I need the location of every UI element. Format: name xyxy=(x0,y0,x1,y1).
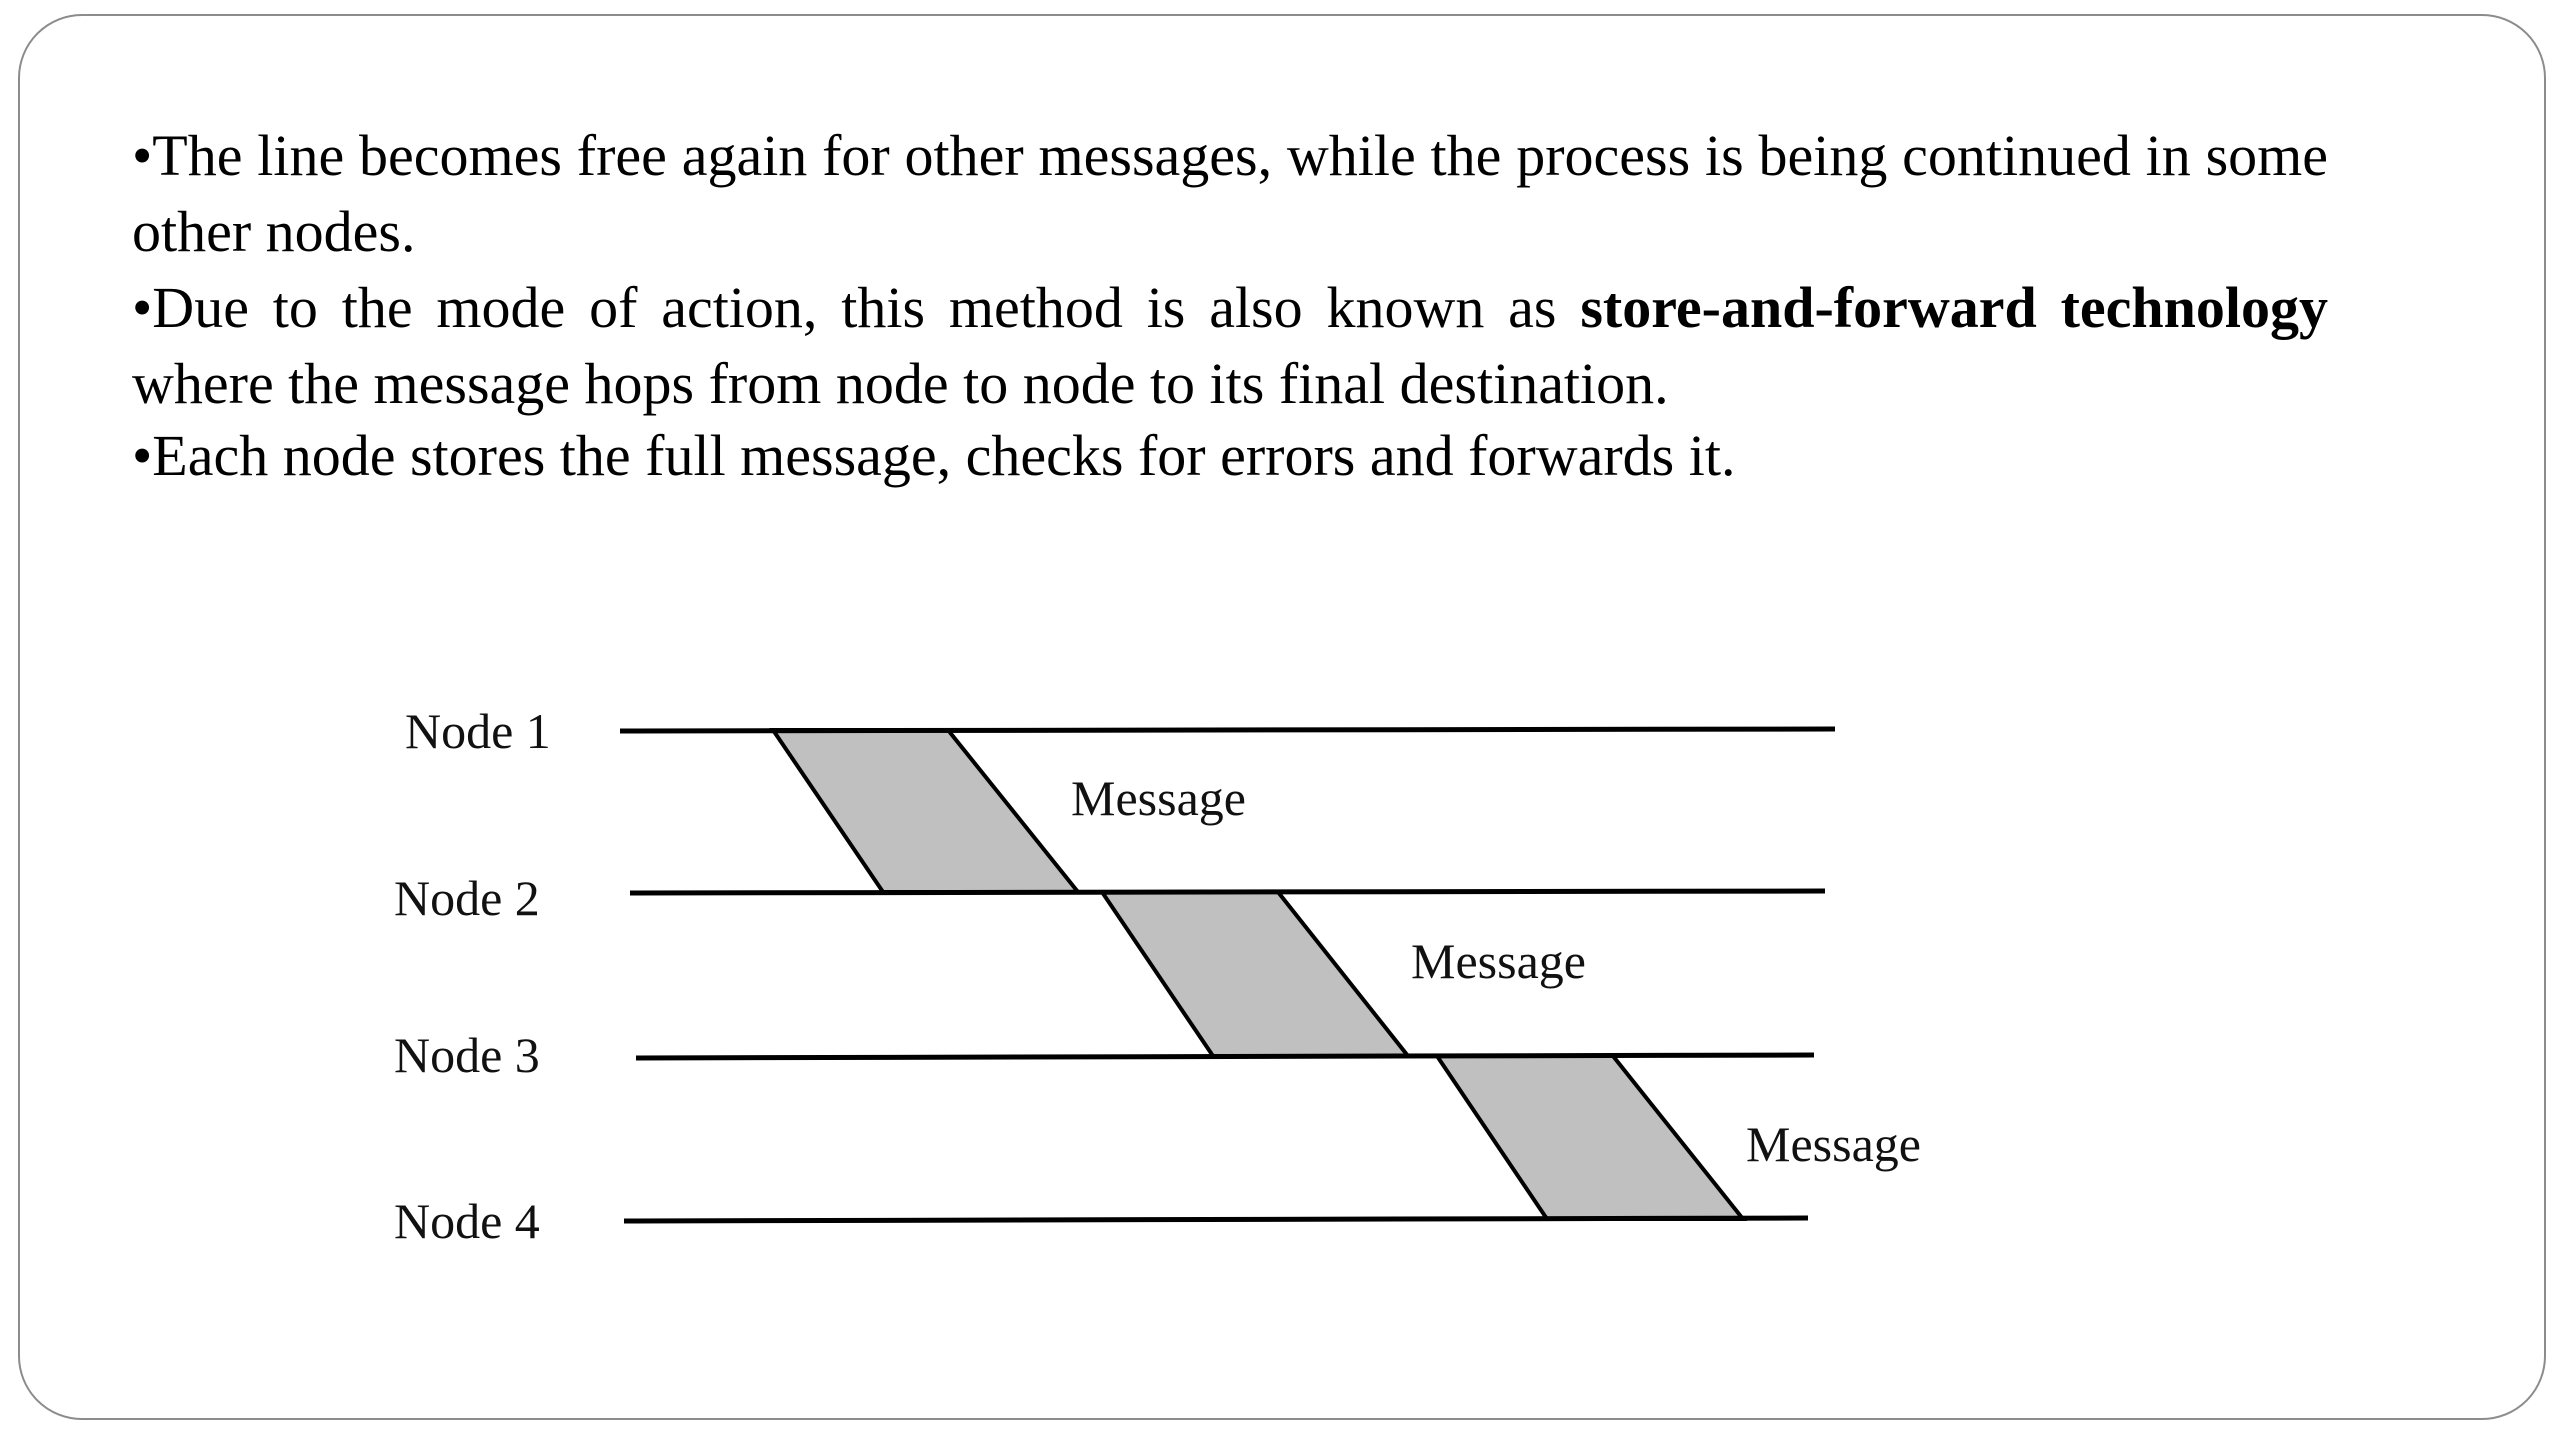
node-4-label: Node 4 xyxy=(394,1193,540,1249)
message-label-3: Message xyxy=(1746,1116,1921,1172)
bullet-each-node: •Each node stores the full message, chec… xyxy=(132,423,1736,488)
node-3-timeline xyxy=(635,1052,1815,1061)
term-store-and-forward: store-and-forward technology xyxy=(1580,275,2328,340)
node-1-timeline xyxy=(619,726,1836,734)
message-block-1 xyxy=(769,728,1083,894)
bullet-store-and-forward: •Due to the mode of action, this method … xyxy=(132,275,2328,416)
bullet-line-free: •The line becomes free again for other m… xyxy=(132,123,2328,264)
node-1-label: Node 1 xyxy=(405,703,551,759)
message-block-3 xyxy=(1433,1054,1748,1221)
slide-frame xyxy=(18,14,2546,1420)
bullet-list: •The line becomes free again for other m… xyxy=(132,118,2328,494)
message-label-1: Message xyxy=(1071,770,1246,826)
message-block-2 xyxy=(1098,890,1413,1058)
node-2-timeline xyxy=(629,888,1826,896)
node-3-label: Node 3 xyxy=(394,1027,540,1083)
node-4-timeline xyxy=(623,1215,1809,1224)
message-label-2: Message xyxy=(1411,933,1586,989)
node-2-label: Node 2 xyxy=(394,870,540,926)
